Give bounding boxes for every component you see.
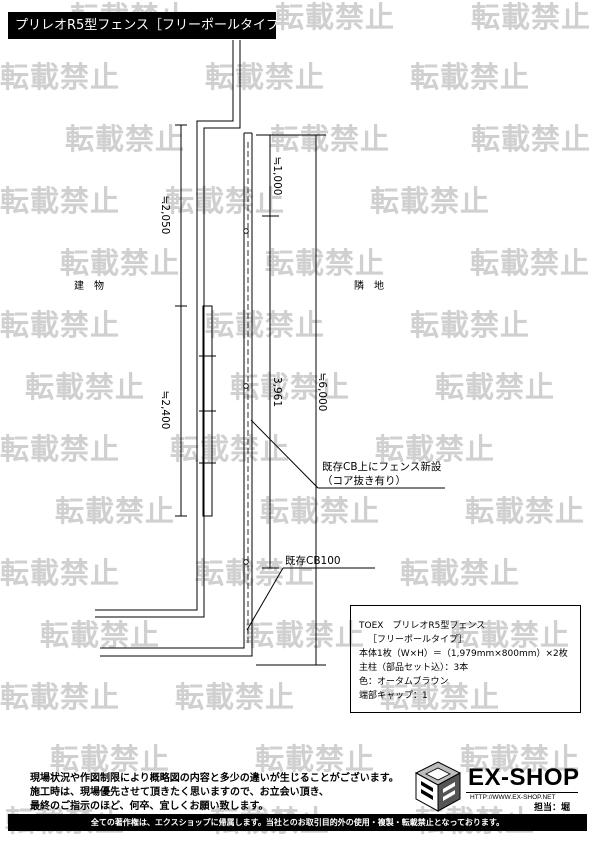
fence-post: [243, 559, 249, 565]
existing-cb-callout: 既存CB100: [285, 554, 341, 567]
building-label: 建 物: [74, 279, 104, 292]
watermark-text: 転載禁止: [260, 494, 381, 528]
watermark-text: 転載禁止: [205, 60, 326, 94]
watermark-text: 転載禁止: [25, 370, 146, 404]
dimension-label-right-upper: ≒1,000: [271, 157, 283, 196]
watermark-text: 転載禁止: [270, 122, 391, 156]
cube-right-mark: [443, 782, 455, 793]
watermark-text: 転載禁止: [450, 618, 571, 652]
spec-line-color: 色：オータムブラウン: [359, 677, 449, 687]
existing-cb-wall-left-line: [100, 133, 245, 649]
spec-line-product: TOEX プリレオR5型フェンス: [359, 621, 486, 631]
building-wall-outer-line: [95, 40, 234, 611]
logo-wordmark: EX-SHOP: [468, 764, 580, 791]
new-fence-callout-note: （コア抜き有り）: [322, 474, 406, 487]
watermark-text: 転載禁止: [255, 742, 376, 776]
watermark-text: 転載禁止: [50, 742, 171, 776]
watermark-text: 転載禁止: [0, 60, 121, 94]
watermark-text: 転載禁止: [460, 742, 581, 776]
watermark-text: 転載禁止: [245, 618, 366, 652]
watermark-text: 転載禁止: [195, 556, 316, 590]
watermark-text: 転載禁止: [0, 432, 121, 466]
watermark-text: 転載禁止: [375, 432, 496, 466]
page-title: プリレオR5型フェンス［フリーポールタイプ］: [15, 18, 276, 33]
building-wall-inner-line: [95, 40, 241, 618]
watermark-text: 転載禁止: [410, 60, 531, 94]
watermark-text: 転載禁止: [0, 308, 121, 342]
cube-top-mark: [425, 767, 451, 781]
copyright-bar: 全ての著作権は、エクスショップに帰属します。当社とのお取引目的外の使用・複製・転…: [8, 814, 587, 831]
note-line: 施工時は、現場優先させて頂きたく思いますので、お立会い頂き、: [30, 787, 329, 798]
fence-post: [243, 383, 249, 389]
dimension-label-left-upper: ≒2,050: [159, 196, 171, 235]
watermark-text: 転載禁止: [370, 184, 491, 218]
cube-logo-icon: [414, 761, 462, 812]
watermark-text: 転載禁止: [40, 618, 161, 652]
note-line: 最終のご指示のほど、何卒、宜しくお願い致します。: [30, 801, 269, 812]
dimension-label-total: ≒6,000: [316, 373, 328, 412]
watermark-text: 転載禁止: [230, 370, 351, 404]
watermark-text: 転載禁止: [55, 494, 176, 528]
watermark-text: 転載禁止: [205, 308, 326, 342]
site-notes: 現場状況や作図制限により概略図の内容と多少の違いが生じることがございます。 施工…: [30, 772, 399, 814]
watermark-text: 転載禁止: [0, 184, 121, 218]
neighbor-label: 隣 地: [354, 279, 384, 292]
dimension-label-left-lower: ≒2,400: [159, 391, 171, 430]
dimension-label-right-lower: 3,961: [271, 377, 283, 407]
watermark-text: 転載禁止: [380, 680, 501, 714]
copyright-text: 全ての著作権は、エクスショップに帰属します。当社とのお取引目的外の使用・複製・転…: [90, 818, 505, 827]
note-line: 現場状況や作図制限により概略図の内容と多少の違いが生じることがございます。: [30, 773, 399, 784]
logo-url: HTTP://WWW.EX-SHOP.NET: [470, 794, 556, 801]
watermark-text: 転載禁止: [0, 680, 121, 714]
watermark-text: 転載禁止: [471, 122, 592, 156]
watermark-text: 転載禁止: [275, 0, 396, 34]
staff-name: 担当：堀: [534, 803, 571, 813]
watermark-text: 転載禁止: [60, 246, 181, 280]
watermark-text: 転載禁止: [65, 122, 186, 156]
watermark-text: 転載禁止: [265, 246, 386, 280]
watermark-text: 転載禁止: [400, 556, 521, 590]
spec-line-panels: 本体1枚（W×H）＝（1,979mm×800mm）×2枚: [359, 649, 568, 659]
watermark-text: 転載禁止: [471, 0, 592, 34]
spec-box: TOEX プリレオR5型フェンス ［フリーポールタイプ］ 本体1枚（W×H）＝（…: [350, 605, 581, 713]
spec-line-type: ［フリーポールタイプ］: [368, 635, 468, 645]
title-bar: プリレオR5型フェンス［フリーポールタイプ］: [8, 12, 276, 39]
new-fence-callout: 既存CB上にフェンス新設: [322, 460, 442, 473]
watermark-text: 転載禁止: [0, 556, 121, 590]
watermark-text: 転載禁止: [470, 246, 591, 280]
callout-leader: [250, 419, 319, 489]
watermark-text: 転載禁止: [175, 680, 296, 714]
cube-right-mark: [443, 790, 455, 801]
ex-shop-logo: EX-SHOP HTTP://WWW.EX-SHOP.NET 担当：堀: [410, 756, 585, 814]
watermark-text: 転載禁止: [165, 184, 286, 218]
spec-line-end-cap: 端部キャップ：1: [359, 691, 428, 701]
cube-left-mark: [421, 789, 433, 800]
fence-post: [243, 228, 249, 234]
cube-left-mark: [421, 781, 433, 792]
watermark-text: 転載禁止: [170, 432, 291, 466]
existing-cb-wall-right-line: [100, 133, 253, 657]
watermark-text: 転載禁止: [435, 370, 556, 404]
spec-line-posts: 主柱（部品セット込）：3本: [359, 663, 469, 673]
watermark-text: 転載禁止: [410, 308, 531, 342]
callout-leader: [246, 567, 284, 631]
logo-underline: [466, 792, 578, 793]
watermark-text: 転載禁止: [465, 494, 586, 528]
